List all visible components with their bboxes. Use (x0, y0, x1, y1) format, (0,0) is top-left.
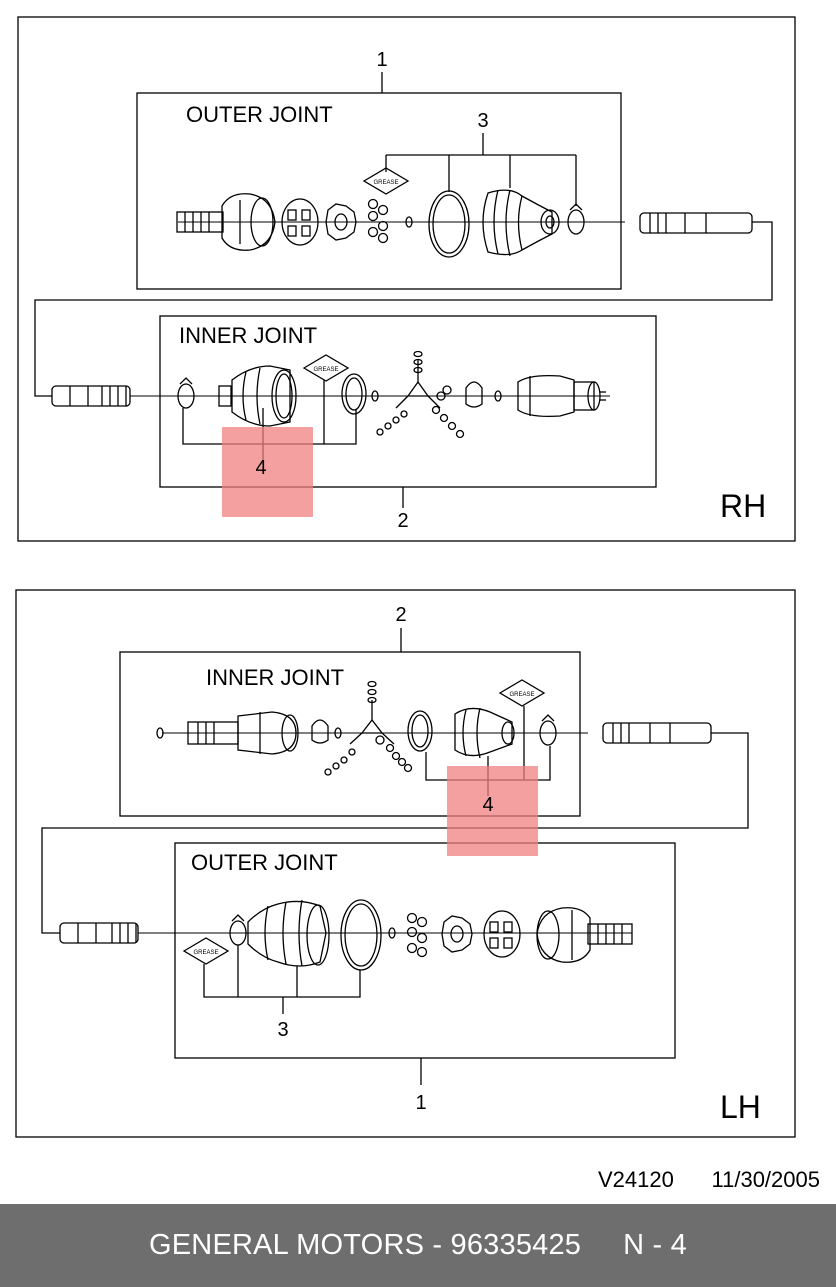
lh-inner-tripod (324, 680, 413, 776)
lh-side-label: LH (720, 1089, 761, 1125)
lh-axle-shaft-outer-end (59, 922, 139, 944)
rh-inner-spacer (465, 381, 483, 408)
lh-callout-4: 4 (482, 794, 493, 816)
rh-highlight-callout-4 (222, 427, 313, 517)
rh-inner-snap-ring (494, 390, 502, 402)
lh-outer-circlip (388, 927, 396, 939)
lh-outer-cage (483, 910, 521, 958)
lh-inner-grease-packet: GREASE (498, 679, 546, 707)
lh-axle-shaft (602, 722, 712, 744)
svg-text:GREASE: GREASE (509, 692, 534, 698)
lh-inner-circlip (334, 727, 342, 739)
rh-inner-joint-title: INNER JOINT (179, 323, 317, 348)
rh-panel-frame (17, 16, 796, 542)
rh-axle-shaft (639, 212, 753, 234)
lh-outer-grease-packet: GREASE (182, 937, 230, 965)
rh-inner-small-clamp (177, 377, 195, 409)
rh-outer-balls (367, 198, 389, 244)
svg-text:GREASE: GREASE (313, 367, 338, 373)
rh-inner-tripod (376, 350, 465, 439)
rh-outer-grease-packet: GREASE (362, 167, 410, 195)
lh-inner-housing (187, 711, 299, 755)
rh-inner-large-clamp (341, 373, 367, 415)
lh-outer-joint-box (174, 842, 676, 1059)
lh-outer-large-clamp (340, 899, 382, 971)
lh-inner-small-clamp (539, 714, 557, 746)
footer-page-ref: N - 4 (623, 1229, 687, 1261)
rh-inner-joint-box (159, 315, 657, 488)
rh-callout-4: 4 (255, 457, 266, 479)
lh-inner-joint-box (119, 651, 581, 817)
rh-outer-cv-joint-housing (176, 193, 276, 251)
footer-part-number: GENERAL MOTORS - 96335425 (149, 1229, 582, 1261)
lh-outer-balls (406, 912, 428, 958)
lh-inner-spacer (311, 719, 329, 744)
lh-outer-small-clamp (229, 914, 247, 946)
lh-outer-joint-title: OUTER JOINT (191, 850, 338, 875)
rh-side-label: RH (720, 488, 766, 524)
rh-inner-grease-packet: GREASE (302, 354, 350, 382)
rh-callout-3: 3 (477, 110, 488, 132)
rh-outer-cage (281, 198, 319, 246)
lh-inner-large-clamp (407, 710, 433, 752)
svg-text:GREASE: GREASE (373, 180, 398, 186)
footer-bar: GENERAL MOTORS - 96335425 N - 4 (0, 1204, 836, 1287)
rh-outer-boot (482, 189, 560, 257)
lh-outer-inner-race (441, 915, 473, 953)
rh-outer-joint-title: OUTER JOINT (186, 102, 333, 127)
lh-outer-cv-joint-housing (536, 907, 633, 963)
lh-outer-boot (247, 899, 330, 967)
rh-callout-1: 1 (376, 49, 387, 71)
rh-inner-circlip (371, 390, 379, 402)
lh-panel-frame (15, 589, 796, 1138)
lh-inner-snap-ring-left (156, 727, 164, 739)
lh-inner-joint-title: INNER JOINT (206, 665, 344, 690)
rh-outer-small-clamp (567, 203, 585, 235)
document-date: 11/30/2005 (712, 1167, 820, 1192)
rh-outer-large-clamp (428, 190, 470, 258)
lh-callout-3: 3 (277, 1019, 288, 1041)
rh-axle-shaft-inner-end (51, 385, 131, 407)
rh-callout-2: 2 (397, 510, 408, 532)
rh-outer-joint-box (136, 92, 622, 290)
lh-inner-boot (454, 707, 515, 759)
lh-highlight-callout-4 (447, 766, 538, 856)
rh-inner-housing (517, 374, 606, 418)
lh-callout-2: 2 (395, 604, 406, 626)
document-code: V24120 (598, 1167, 674, 1192)
svg-text:GREASE: GREASE (193, 950, 218, 956)
rh-outer-inner-race (325, 203, 357, 241)
lh-callout-1: 1 (415, 1092, 426, 1114)
rh-inner-boot (218, 365, 297, 427)
rh-outer-circlip (405, 216, 413, 228)
